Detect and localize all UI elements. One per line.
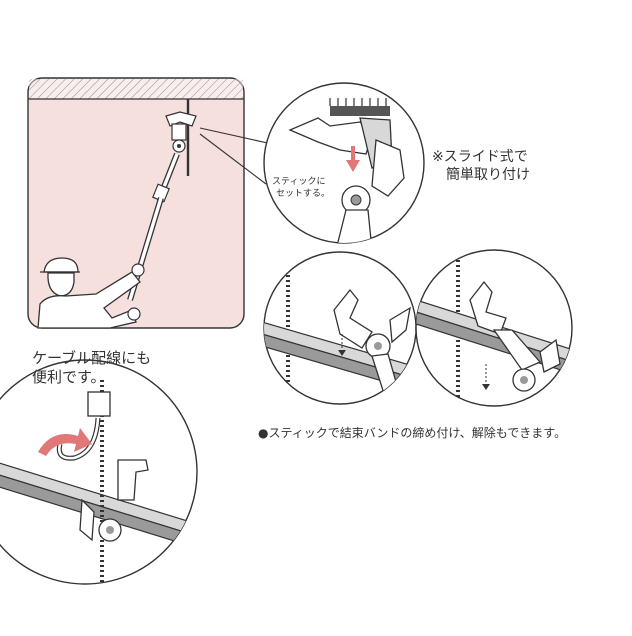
cable-wiring-label-line1: ケーブル配線にも bbox=[32, 349, 152, 367]
ceiling-hatch bbox=[28, 79, 244, 100]
slide-mount-label-line2: 簡単取り付け bbox=[446, 167, 530, 183]
set-stick-label-line1: スティックに bbox=[272, 177, 326, 187]
callout-line-top bbox=[199, 127, 273, 145]
detail-circle-release bbox=[415, 249, 573, 407]
detail-circle-fasten bbox=[263, 251, 417, 405]
down-arrow-fasten bbox=[338, 334, 346, 356]
band-fasten-note: ●スティックで結束バンドの締め付け、解除もできます。 bbox=[258, 426, 567, 440]
worker-figure bbox=[37, 257, 145, 329]
curved-arrow-cable bbox=[38, 428, 92, 456]
detail-circle-cable bbox=[0, 359, 198, 585]
slide-mount-label-line1: ※スライド式で bbox=[432, 149, 528, 165]
set-stick-label-line2: セットする。 bbox=[276, 189, 331, 199]
detail-circle-attach bbox=[263, 82, 425, 244]
cable-wiring-label-line2: 便利です。 bbox=[32, 368, 106, 386]
tool-head bbox=[165, 111, 197, 153]
room-scene bbox=[27, 77, 273, 329]
down-arrow-attach bbox=[346, 146, 360, 172]
callout-line-bottom bbox=[199, 133, 267, 185]
down-arrow-release bbox=[482, 364, 490, 390]
